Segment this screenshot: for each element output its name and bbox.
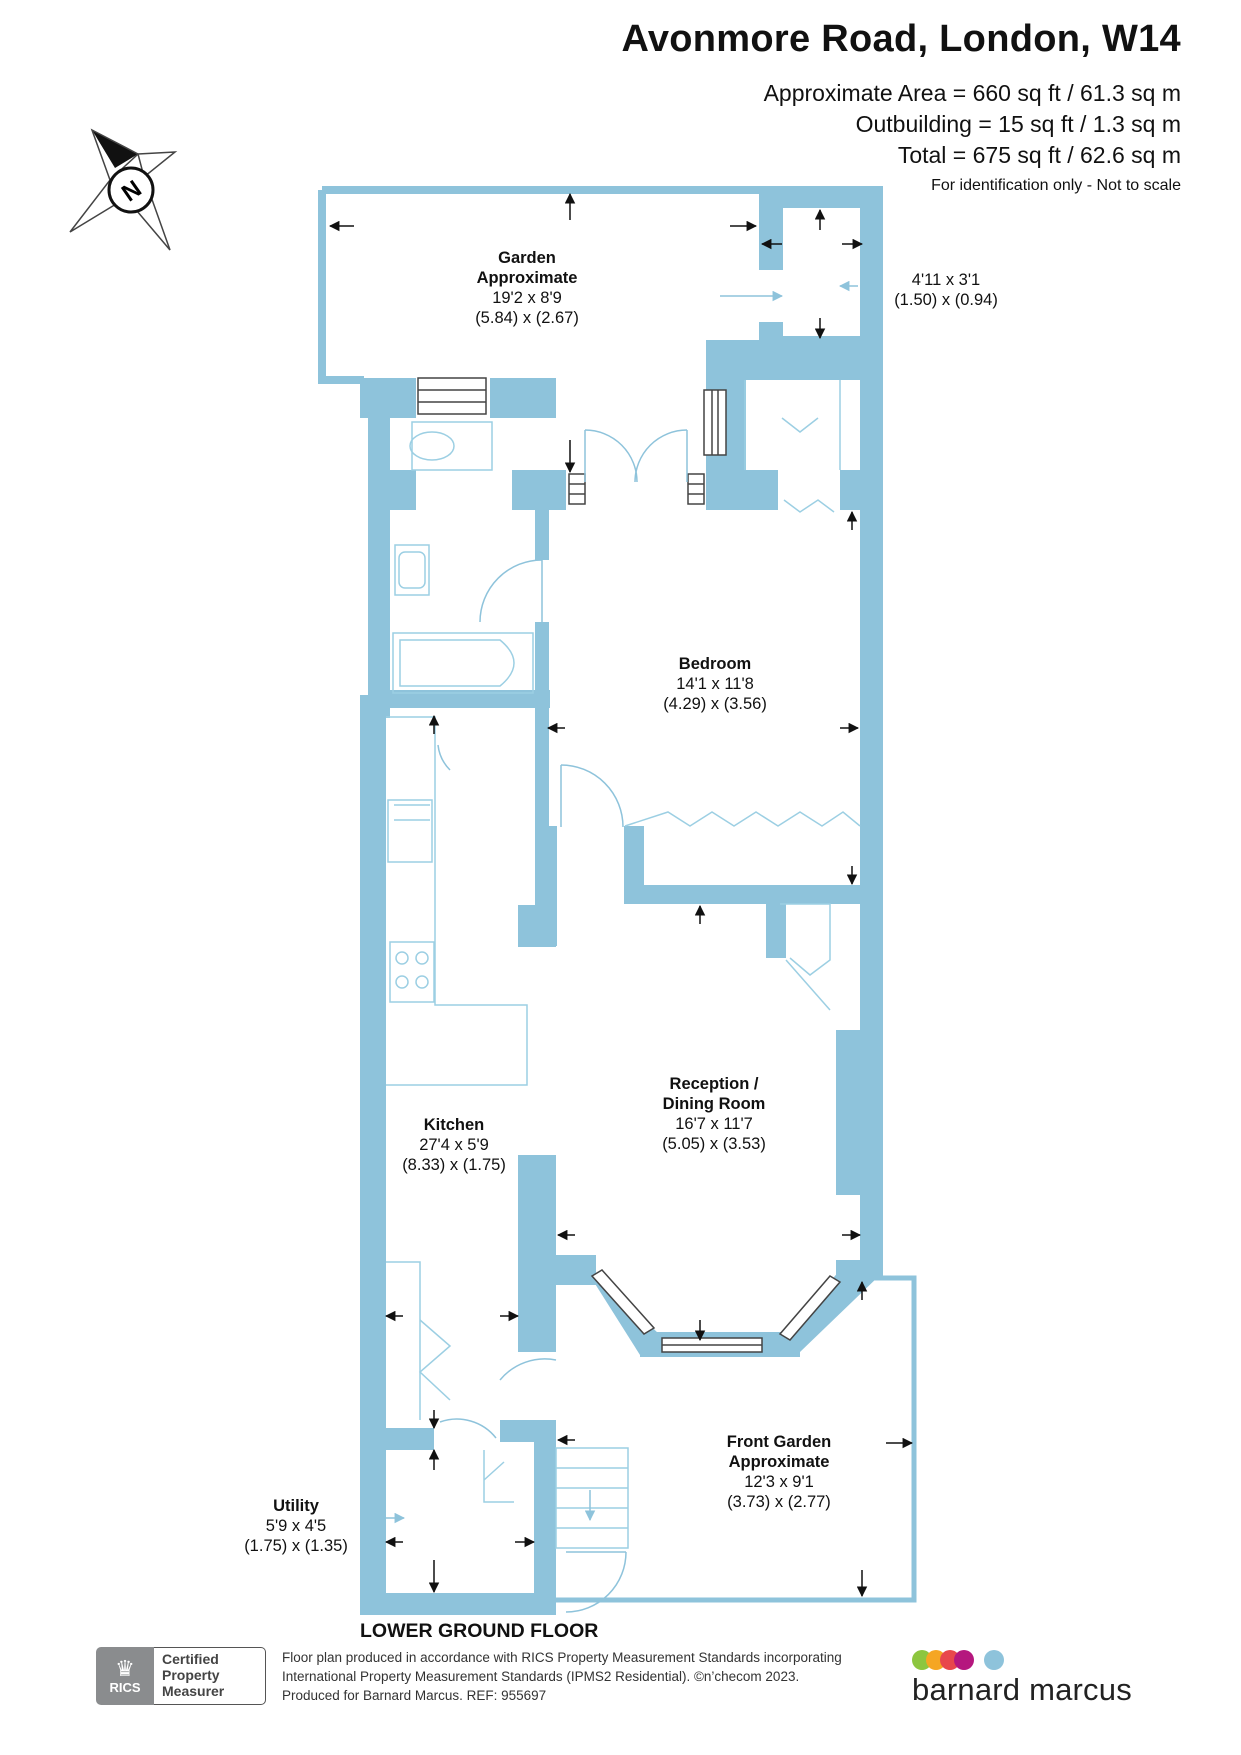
footnote: Floor plan produced in accordance with R… — [282, 1648, 842, 1705]
reception-metric: (5.05) x (3.53) — [662, 1135, 766, 1153]
doors — [437, 429, 688, 1613]
room-label-reception: Reception / Dining Room 16'7 x 11'7 (5.0… — [662, 1074, 766, 1154]
compass-north-icon: N — [69, 128, 178, 251]
dining-name: Dining Room — [662, 1095, 766, 1113]
rics-badge-text: Certified Property Measurer — [154, 1647, 266, 1705]
property-title: Avonmore Road, London, W14 — [621, 18, 1181, 60]
room-label-garden: Garden Approximate 19'2 x 8'9 (5.84) x (… — [475, 248, 579, 328]
total-area: Total = 675 sq ft / 62.6 sq m — [897, 142, 1181, 168]
utility-name: Utility — [273, 1497, 319, 1515]
rics-line-2: Property — [162, 1667, 220, 1683]
reception-imperial: 16'7 x 11'7 — [675, 1115, 753, 1133]
kitchen-metric: (8.33) x (1.75) — [402, 1156, 506, 1174]
room-label-bedroom: Bedroom 14'1 x 11'8 (4.29) x (3.56) — [663, 654, 767, 714]
outbuilding-area: Outbuilding = 15 sq ft / 1.3 sq m — [855, 111, 1181, 137]
outbuilding-metric: (1.50) x (0.94) — [894, 291, 998, 309]
bedroom-imperial: 14'1 x 11'8 — [676, 675, 754, 693]
room-label-kitchen: Kitchen 27'4 x 5'9 (8.33) x (1.75) — [402, 1115, 506, 1175]
rics-certified-badge: ♛ RICS Certified Property Measurer — [96, 1647, 271, 1705]
brand-dots-icon — [912, 1650, 1004, 1670]
approximate-area: Approximate Area = 660 sq ft / 61.3 sq m — [763, 80, 1181, 106]
rics-logo: ♛ RICS — [96, 1647, 154, 1705]
kitchen-imperial: 27'4 x 5'9 — [419, 1136, 489, 1154]
identification-note: For identification only - Not to scale — [931, 177, 1181, 194]
garden-imperial: 19'2 x 8'9 — [492, 289, 562, 307]
bedroom-name: Bedroom — [678, 655, 752, 673]
footnote-line-1: Floor plan produced in accordance with R… — [282, 1650, 842, 1665]
front-garden-name: Front Garden — [726, 1433, 832, 1451]
room-label-front-garden: Front Garden Approximate 12'3 x 9'1 (3.7… — [727, 1432, 832, 1512]
front-garden-area — [556, 1275, 917, 1603]
brand-dot — [954, 1650, 974, 1670]
footnote-line-2: International Property Measurement Stand… — [282, 1669, 800, 1684]
utility-metric: (1.75) x (1.35) — [244, 1537, 348, 1555]
bedroom-metric: (4.29) x (3.56) — [663, 695, 767, 713]
footnote-line-3: Produced for Barnard Marcus. REF: 955697 — [282, 1688, 547, 1703]
outbuilding-imperial: 4'11 x 3'1 — [911, 271, 981, 289]
front-garden-imperial: 12'3 x 9'1 — [744, 1473, 814, 1491]
outbuilding — [759, 186, 883, 358]
front-garden-approx: Approximate — [728, 1453, 830, 1471]
room-label-utility: Utility 5'9 x 4'5 (1.75) x (1.35) — [244, 1496, 348, 1556]
rics-line-1: Certified — [162, 1651, 219, 1667]
reception-name: Reception / — [669, 1075, 759, 1093]
front-garden-metric: (3.73) x (2.77) — [727, 1493, 831, 1511]
windows — [417, 377, 842, 1353]
blue-direction-arrows — [386, 280, 858, 1524]
brand-name: barnard marcus — [912, 1672, 1132, 1707]
floor-label: LOWER GROUND FLOOR — [360, 1620, 599, 1642]
dimension-arrows — [328, 192, 914, 1598]
kitchen-name: Kitchen — [423, 1116, 485, 1134]
barnard-marcus-logo: barnard marcus — [912, 1650, 1132, 1710]
rics-line-3: Measurer — [162, 1683, 225, 1699]
garden-approx: Approximate — [476, 269, 578, 287]
brand-dot — [984, 1650, 1004, 1670]
room-label-outbuilding: 4'11 x 3'1 (1.50) x (0.94) — [894, 270, 998, 310]
fixtures — [386, 380, 861, 1549]
walls — [360, 340, 883, 1615]
garden-metric: (5.84) x (2.67) — [475, 309, 579, 327]
utility-imperial: 5'9 x 4'5 — [265, 1517, 327, 1535]
rics-lion-icon: ♛ — [115, 1655, 135, 1681]
rics-logo-text: RICS — [109, 1679, 141, 1695]
garden-name: Garden — [498, 249, 556, 267]
